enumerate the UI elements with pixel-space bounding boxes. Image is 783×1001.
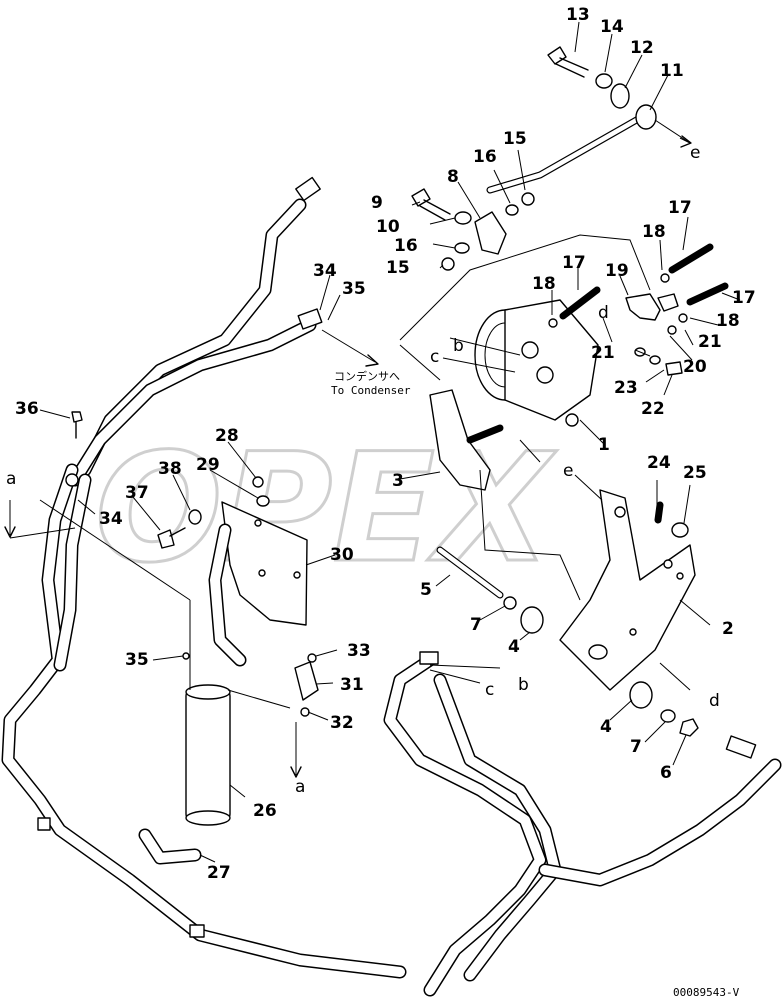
letter-c-hose: c xyxy=(485,680,494,700)
callout-7-upper: 7 xyxy=(470,615,482,635)
callout-21-left: 21 xyxy=(591,343,615,363)
drawing-code: 00089543-V xyxy=(673,986,740,999)
bracket-2 xyxy=(479,469,696,691)
letter-d-upper: d xyxy=(598,303,609,323)
callout-11: 11 xyxy=(660,61,684,81)
letter-c-compressor: c xyxy=(430,347,439,367)
bracket-3 xyxy=(429,389,504,491)
callout-24: 24 xyxy=(647,453,671,473)
callout-29: 29 xyxy=(196,455,220,475)
receiver-drier-assembly xyxy=(138,501,308,865)
callout-19: 19 xyxy=(605,261,629,281)
callout-15-lower: 15 xyxy=(386,258,410,278)
bolt-washer-set xyxy=(65,411,270,549)
callout-35-upper: 35 xyxy=(342,279,366,299)
callout-16-lower: 16 xyxy=(394,236,418,256)
callout-32: 32 xyxy=(330,713,354,733)
callout-31: 31 xyxy=(340,675,364,695)
watermark-logo: OPEX xyxy=(95,422,557,596)
callout-17-c: 17 xyxy=(732,288,756,308)
callout-27: 27 xyxy=(207,863,231,883)
compressor xyxy=(399,234,651,427)
bolt-24-washer-25 xyxy=(654,501,689,538)
letter-b-compressor: b xyxy=(453,336,464,356)
leader-lines xyxy=(39,21,741,863)
callout-2: 2 xyxy=(722,619,734,639)
callout-25: 25 xyxy=(683,463,707,483)
callout-36: 36 xyxy=(15,399,39,419)
callout-18-c: 18 xyxy=(716,311,740,331)
callout-33: 33 xyxy=(347,641,371,661)
note-to-condenser-jp: コンデンサへ xyxy=(334,369,400,383)
callout-1: 1 xyxy=(598,435,610,455)
callout-15-upper: 15 xyxy=(503,129,527,149)
switch-assembly xyxy=(294,653,319,717)
callout-3: 3 xyxy=(392,471,404,491)
note-to-condenser-en: To Condenser xyxy=(331,384,411,397)
callout-23: 23 xyxy=(614,378,638,398)
letter-b-hose: b xyxy=(518,675,529,695)
callout-26: 26 xyxy=(253,801,277,821)
callout-38: 38 xyxy=(158,459,182,479)
callout-4-lower: 4 xyxy=(600,717,612,737)
letter-e-upper: e xyxy=(690,143,700,163)
callout-5: 5 xyxy=(420,580,432,600)
callout-37: 37 xyxy=(125,483,149,503)
callout-35-lower: 35 xyxy=(125,650,149,670)
callout-7-lower: 7 xyxy=(630,737,642,757)
main-hose-assembly xyxy=(1,176,782,997)
callout-4-upper: 4 xyxy=(508,637,520,657)
letter-e-lower: e xyxy=(563,461,573,481)
callout-22: 22 xyxy=(641,399,665,419)
callout-12: 12 xyxy=(630,38,654,58)
callout-16-upper: 16 xyxy=(473,147,497,167)
callout-18-b: 18 xyxy=(532,274,556,294)
connection-letters: a a b b c c d d e e xyxy=(6,143,720,797)
callout-34-lower: 34 xyxy=(99,509,123,529)
callout-20: 20 xyxy=(683,357,707,377)
callout-21-right: 21 xyxy=(698,332,722,352)
callout-18-a: 18 xyxy=(642,222,666,242)
mount-block-assembly xyxy=(411,188,535,271)
callout-17-a: 17 xyxy=(668,198,692,218)
callout-34-upper: 34 xyxy=(313,261,337,281)
callout-17-b: 17 xyxy=(562,253,586,273)
flow-arrows xyxy=(4,135,692,778)
callout-14: 14 xyxy=(600,17,624,37)
callout-9: 9 xyxy=(371,193,383,213)
callout-13: 13 xyxy=(566,5,590,25)
tension-rod-assembly xyxy=(486,46,657,194)
fastener-set xyxy=(548,243,729,376)
callout-6: 6 xyxy=(660,763,672,783)
callout-labels: 1 2 3 4 4 5 6 7 7 8 9 10 11 12 13 14 15 … xyxy=(15,5,756,883)
callout-10: 10 xyxy=(376,217,400,237)
letter-a-bottom: a xyxy=(295,777,305,797)
callout-30: 30 xyxy=(330,545,354,565)
callout-28: 28 xyxy=(215,426,239,446)
letter-d-lower: d xyxy=(709,691,720,711)
callout-8: 8 xyxy=(447,167,459,187)
pivot-bolt-assembly xyxy=(436,546,699,737)
letter-a-left: a xyxy=(6,469,16,489)
